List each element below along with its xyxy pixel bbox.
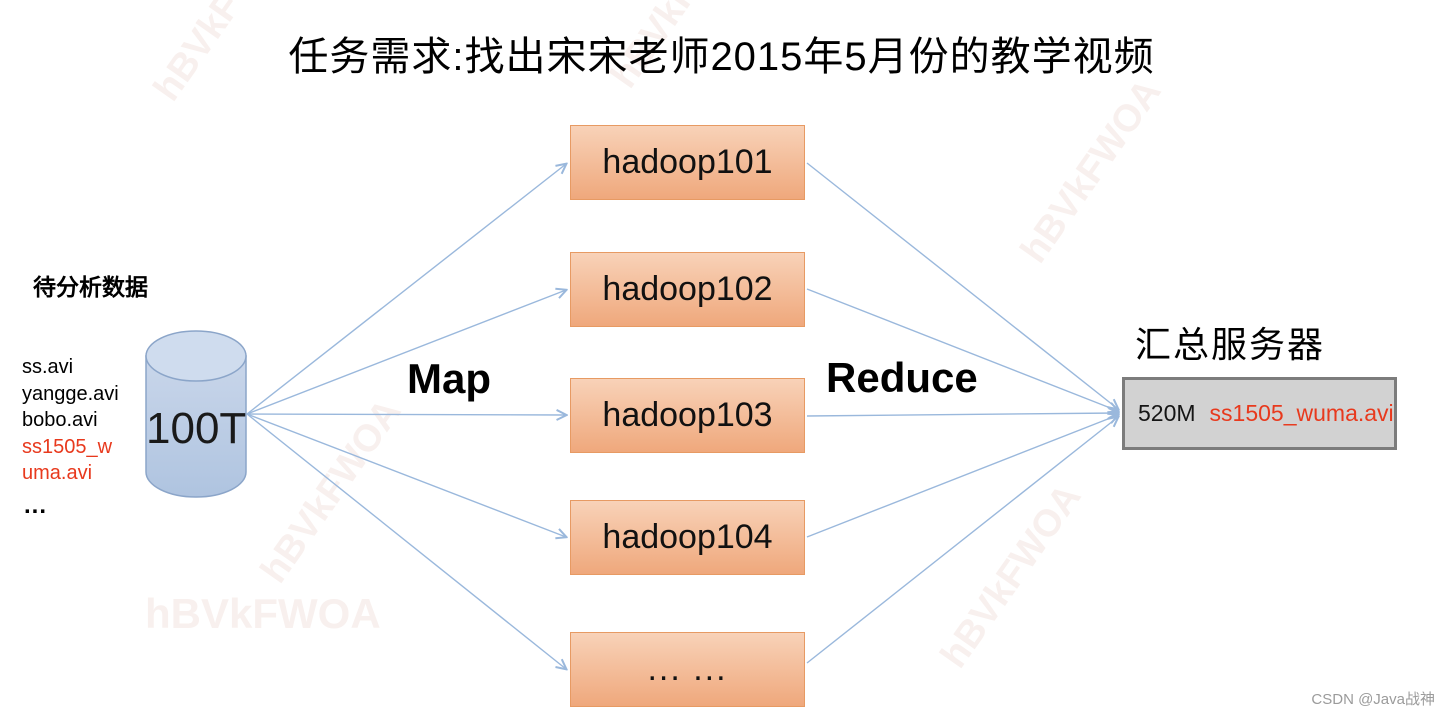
reduce-arrows [806,162,1118,664]
reduce-phase-label: Reduce [826,354,978,401]
map-arrows [246,164,566,669]
result-server-heading: 汇总服务器 [1135,324,1326,365]
cylinder-size-label: 100T [146,404,247,453]
node-hadoop103: hadoop103 [570,378,805,453]
page-title: 任务需求:找出宋宋老师2015年5月份的教学视频 [288,35,1155,79]
csdn-watermark: CSDN @Java战神 [1311,691,1435,708]
map-phase-label: Map [407,355,491,402]
node-hadoop102: hadoop102 [570,252,805,327]
file-item: yangge.avi [22,382,119,405]
node-hadoop101: hadoop101 [570,125,805,200]
file-item: ss.avi [22,356,74,378]
data-cylinder-icon [145,330,247,498]
source-data-label: 待分析数据 [33,274,148,300]
file-item: bobo.avi [22,409,98,431]
file-item-highlighted: ss1505_w [22,435,113,458]
node-ellipsis: ... ... [570,632,805,707]
result-server-box: 520M ss1505_wuma.avi [1122,377,1397,450]
node-hadoop104: hadoop104 [570,500,805,575]
source-ellipsis: ... [24,492,48,519]
file-item-highlighted: uma.avi [22,462,93,484]
result-file-size: 520M [1138,400,1196,426]
source-file-list: ss.avi yangge.avi bobo.avi ss1505_w uma.… [22,354,119,487]
result-file-name: ss1505_wuma.avi [1209,400,1394,426]
